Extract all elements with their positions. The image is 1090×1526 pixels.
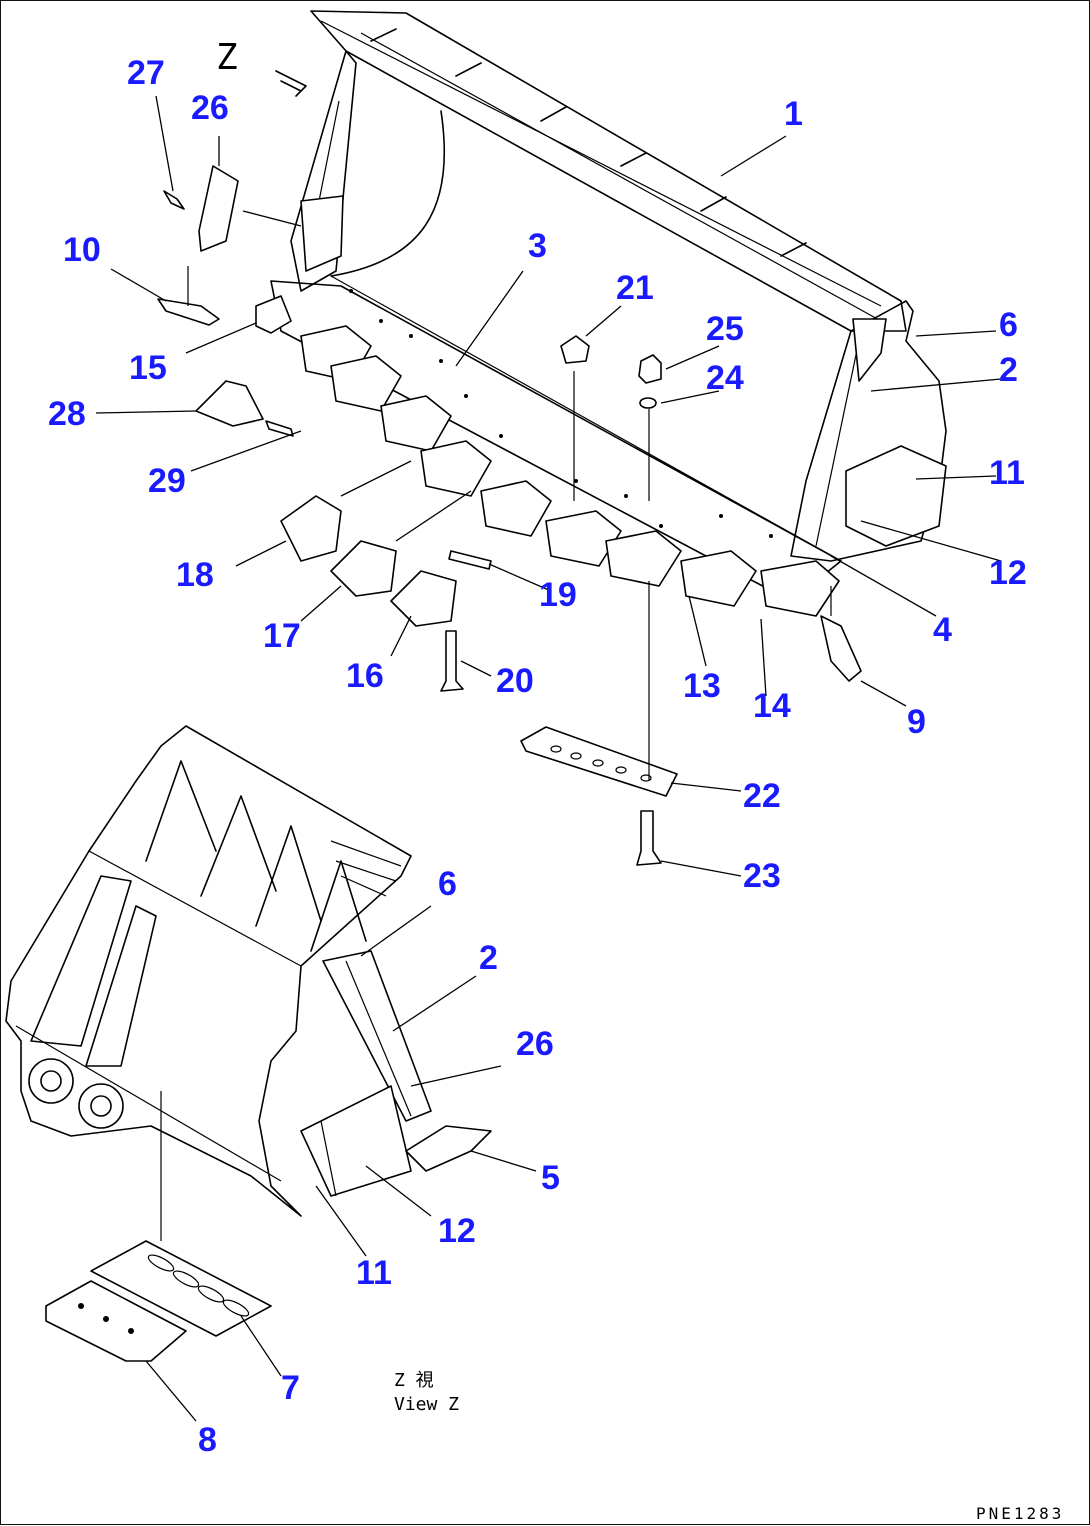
callout-17: 17 <box>263 617 301 655</box>
callout-18: 18 <box>176 556 214 594</box>
part-21-nut <box>560 335 590 364</box>
callout-8-viewz: 8 <box>198 1421 217 1459</box>
view-caption-jp: Z 視 <box>394 1370 434 1391</box>
leader-lines-top <box>95 95 1002 877</box>
callout-11: 11 <box>989 454 1025 492</box>
callout-23: 23 <box>743 857 781 895</box>
callout-26: 26 <box>191 89 229 127</box>
callout-21: 21 <box>616 269 654 307</box>
part-16-adapter-cover <box>390 570 457 627</box>
callout-4: 4 <box>933 611 952 649</box>
callout-12: 12 <box>989 554 1027 592</box>
part-25-nut <box>638 354 662 384</box>
callout-9: 9 <box>907 703 926 741</box>
part-22-plate <box>520 726 678 797</box>
part-17-adapter-cover <box>330 540 397 597</box>
view-marker: Z <box>216 37 238 78</box>
wear-plate-slots <box>78 1254 250 1334</box>
drawing-code: PNE1283 <box>976 1504 1065 1523</box>
callout-15: 15 <box>129 349 167 387</box>
adapter-row <box>300 325 840 617</box>
callout-13: 13 <box>683 667 721 705</box>
callout-25: 25 <box>706 310 744 348</box>
callout-1: 1 <box>784 95 803 133</box>
callout-29: 29 <box>148 462 186 500</box>
view-caption-en: View Z <box>394 1394 460 1415</box>
part-9-tooth <box>820 615 862 682</box>
bolt-holes <box>349 289 773 538</box>
part-20-bolt <box>440 630 464 692</box>
callout-6: 6 <box>999 306 1018 344</box>
callout-7-viewz: 7 <box>281 1369 300 1407</box>
part-18-adapter-cover <box>280 495 342 562</box>
part-27-pin <box>163 190 185 210</box>
callout-2-viewz: 2 <box>479 939 498 977</box>
bucket-top-view <box>157 10 947 866</box>
callout-19: 19 <box>539 576 577 614</box>
part-26-wear-plate <box>198 165 239 252</box>
callout-3: 3 <box>528 227 547 265</box>
part-10-tooth <box>157 298 220 326</box>
callout-16: 16 <box>346 657 384 695</box>
callout-24: 24 <box>706 359 744 397</box>
part-23-bolt <box>636 810 662 866</box>
callout-28: 28 <box>48 395 86 433</box>
part-29-pin <box>265 420 294 437</box>
part-19-lock <box>448 550 492 570</box>
callout-2: 2 <box>999 351 1018 389</box>
bucket-view-z <box>5 725 492 1362</box>
callout-26-viewz: 26 <box>516 1025 554 1063</box>
part-28-tooth <box>195 380 264 427</box>
callout-20: 20 <box>496 662 534 700</box>
callout-22: 22 <box>743 777 781 815</box>
plate-holes <box>550 745 652 782</box>
callout-5-viewz: 5 <box>541 1159 560 1197</box>
callout-11-viewz: 11 <box>356 1254 392 1292</box>
callout-27: 27 <box>127 54 165 92</box>
callout-14: 14 <box>753 687 791 725</box>
leader-lines-bottom <box>145 905 537 1422</box>
part-24-washer <box>639 397 657 409</box>
callout-10: 10 <box>63 231 101 269</box>
callout-12-viewz: 12 <box>438 1212 476 1250</box>
callout-6-viewz: 6 <box>438 865 457 903</box>
